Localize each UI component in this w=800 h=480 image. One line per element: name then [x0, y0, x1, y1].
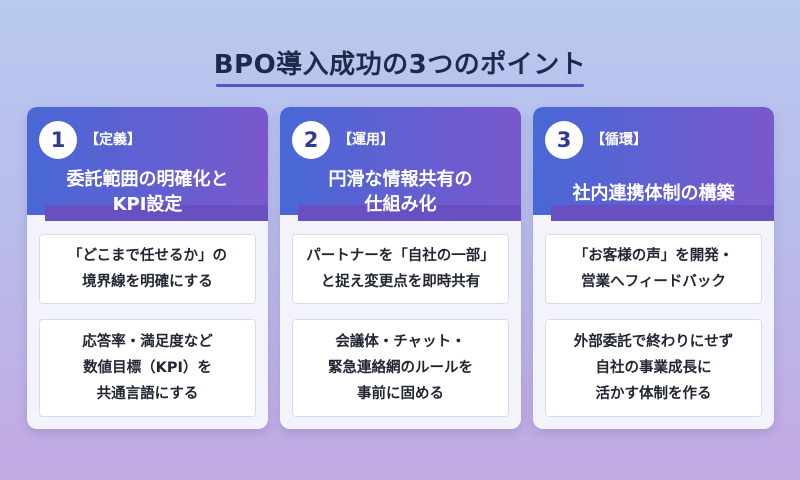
page-title: BPO導入成功の3つのポイント: [213, 50, 587, 80]
point-detail-box: 外部委託で終わりにせず 自社の事業成長に 活かす体制を作る: [545, 319, 762, 417]
point-category-tag: 【運用】: [338, 132, 394, 148]
point-card-1: 1 【定義】 委託範囲の明確化と KPI設定 「どこまで任せるか」の 境界線を明…: [27, 107, 268, 429]
point-title: 社内連携体制の構築: [572, 183, 735, 204]
point-title: 円滑な情報共有の 仕組み化: [328, 169, 473, 215]
card-header-band: [298, 205, 521, 221]
point-card-3: 3 【循環】 社内連携体制の構築 「お客様の声」を開発・ 営業へフィードバック …: [533, 107, 774, 429]
point-number-badge: 3: [545, 121, 583, 159]
point-detail-box: 会議体・チャット・ 緊急連絡網のルールを 事前に固める: [292, 319, 509, 417]
title-underline: [216, 84, 584, 87]
point-category-tag: 【循環】: [591, 132, 647, 148]
point-number-badge: 1: [39, 121, 77, 159]
card-header-band: [551, 205, 774, 221]
card-header-band: [45, 205, 268, 221]
point-title: 委託範囲の明確化と KPI設定: [66, 169, 229, 215]
point-card-2: 2 【運用】 円滑な情報共有の 仕組み化 パートナーを「自社の一部」 と捉え変更…: [280, 107, 521, 429]
point-detail-box: 「どこまで任せるか」の 境界線を明確にする: [39, 234, 256, 304]
point-number-badge: 2: [292, 121, 330, 159]
point-detail-box: 応答率・満足度など 数値目標（KPI）を 共通言語にする: [39, 319, 256, 417]
point-detail-box: パートナーを「自社の一部」 と捉え変更点を即時共有: [292, 234, 509, 304]
point-category-tag: 【定義】: [85, 132, 141, 148]
point-detail-box: 「お客様の声」を開発・ 営業へフィードバック: [545, 234, 762, 304]
